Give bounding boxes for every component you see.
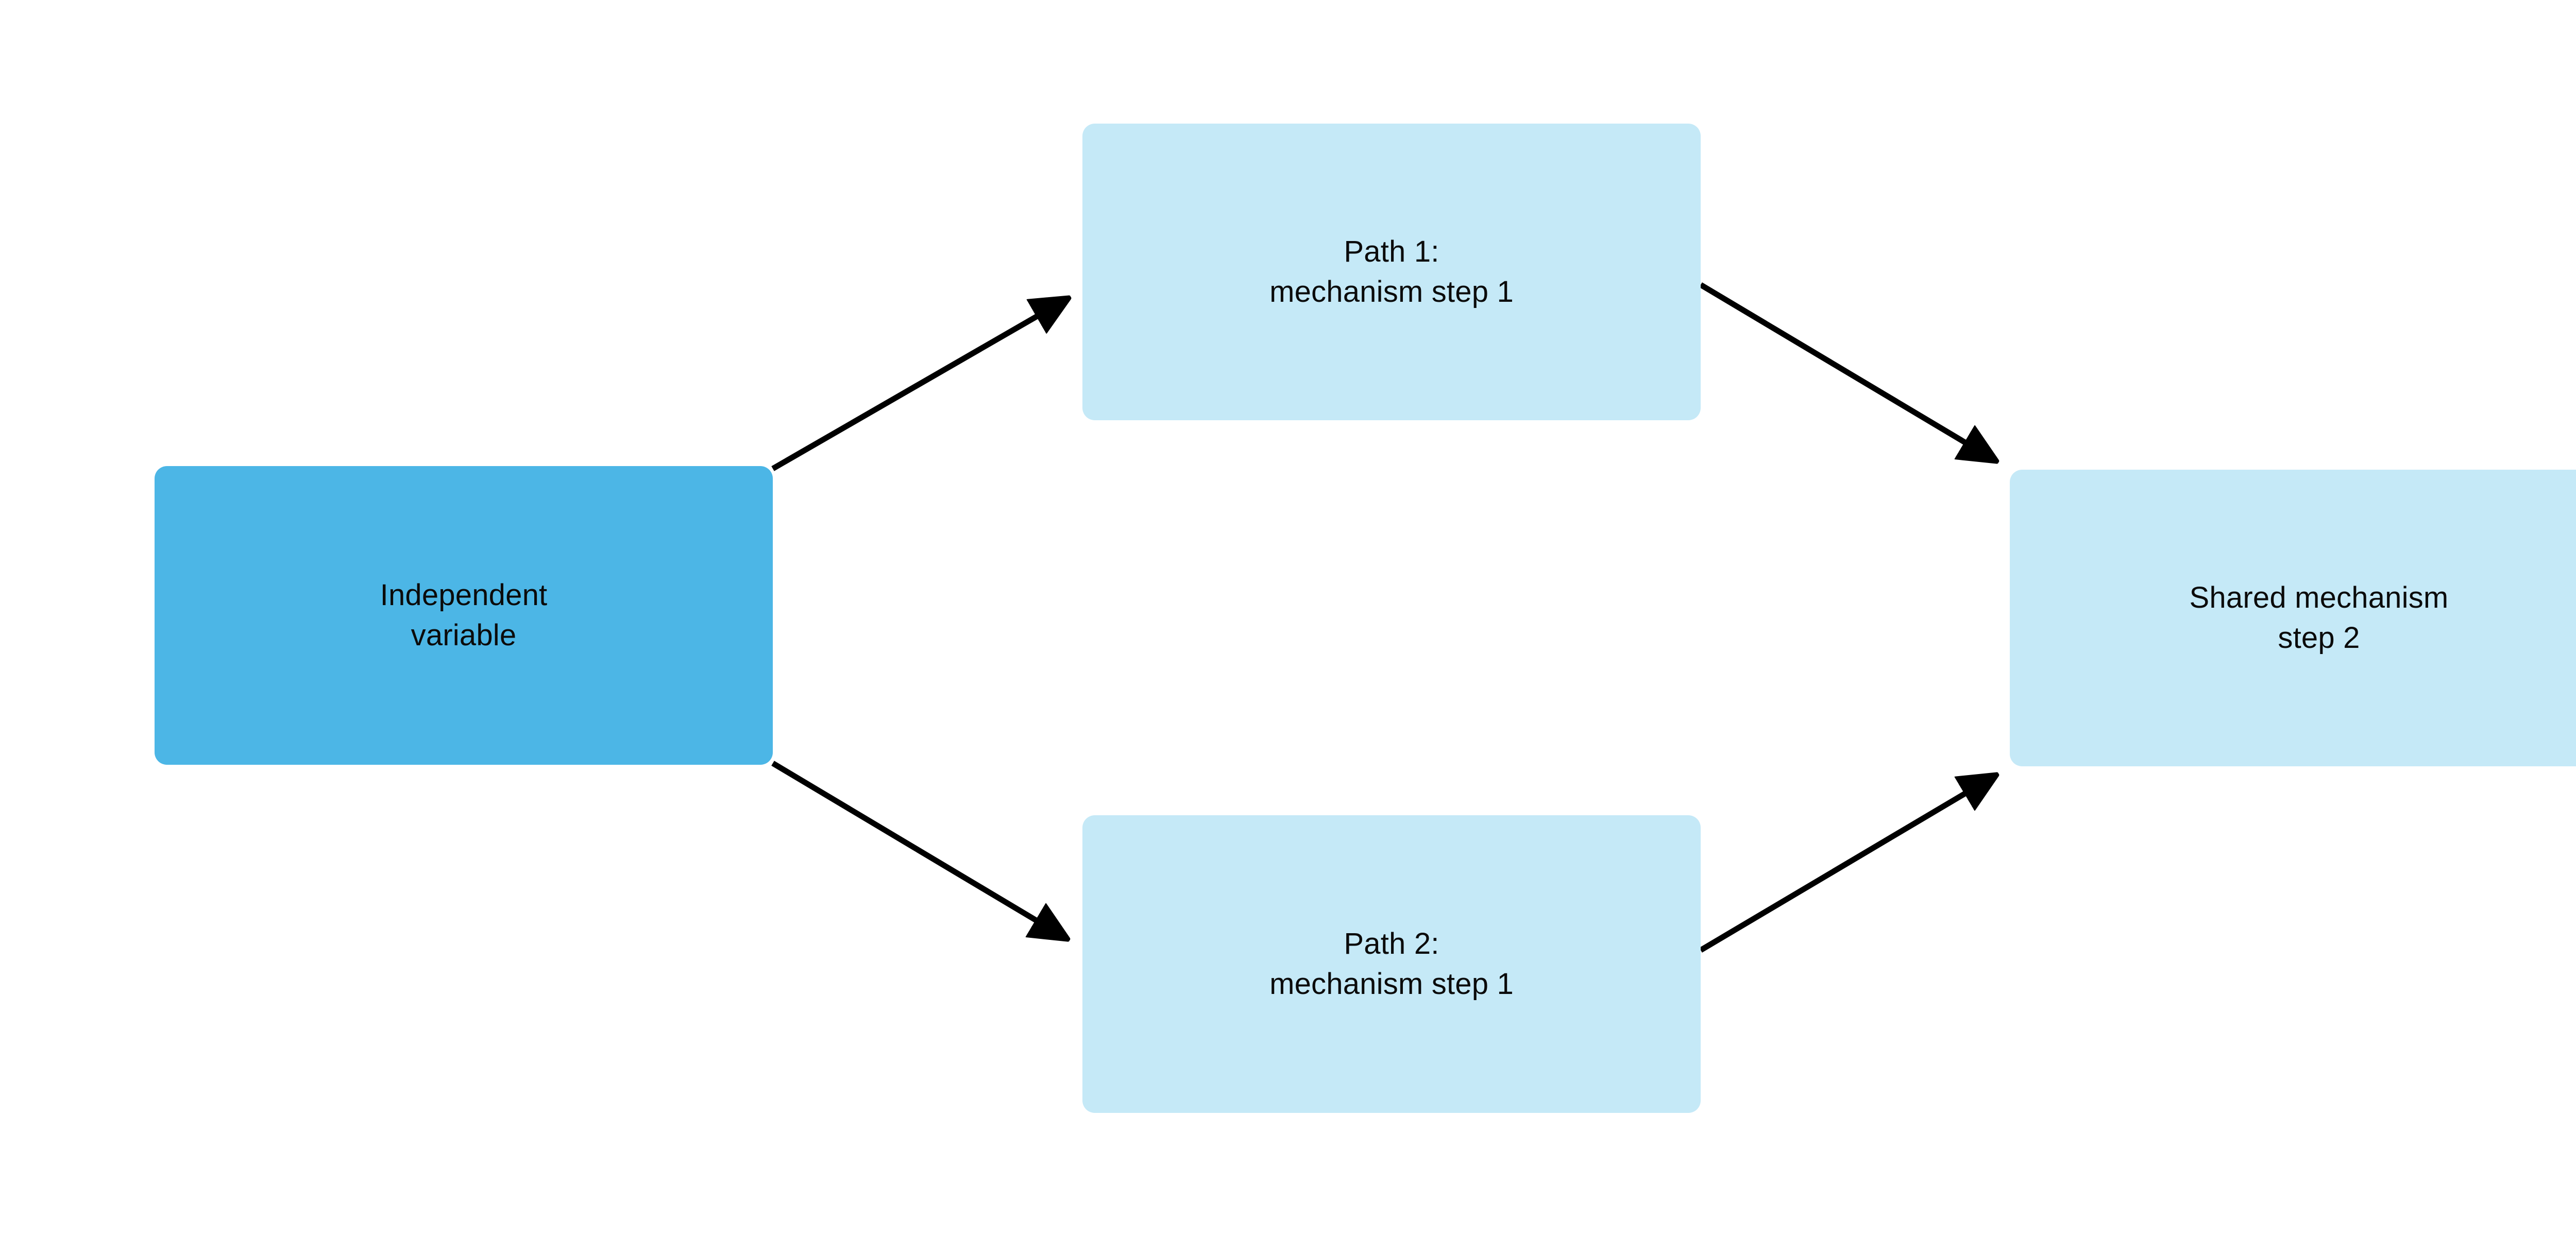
node-path-2-label: Path 2: mechanism step 1	[1269, 926, 1514, 1001]
node-shared-mechanism[interactable]: Shared mechanism step 2	[2010, 470, 2576, 766]
edge-independent-variable-to-path-2	[771, 761, 1063, 936]
node-independent-variable[interactable]: Independent variable	[155, 466, 773, 765]
edge-path-1-to-shared-mechanism	[1699, 282, 1992, 458]
edge-independent-variable-to-path-1	[771, 301, 1064, 471]
edge-path-2-to-shared-mechanism	[1699, 778, 1992, 953]
node-shared-mechanism-label: Shared mechanism step 2	[2189, 580, 2449, 655]
node-independent-variable-label: Independent variable	[380, 578, 548, 652]
node-path-1-label: Path 1: mechanism step 1	[1269, 234, 1514, 308]
node-path-1[interactable]: Path 1: mechanism step 1	[1082, 124, 1701, 420]
node-path-2[interactable]: Path 2: mechanism step 1	[1082, 815, 1701, 1113]
